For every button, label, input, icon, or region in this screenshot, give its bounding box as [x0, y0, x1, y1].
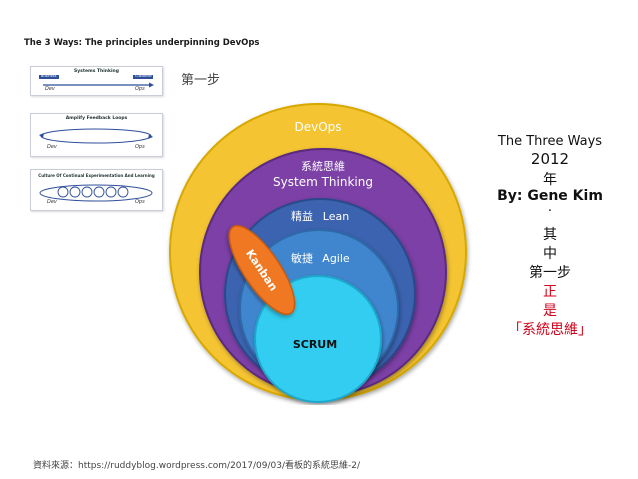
- red-system-thinking: 「系統思維」: [508, 322, 592, 338]
- source-caption: 資料來源：https://ruddyblog.wordpress.com/201…: [33, 461, 360, 471]
- char-zhong: 中: [543, 246, 557, 262]
- red-char-zheng: 正: [543, 284, 557, 300]
- dev-label: Dev: [45, 86, 55, 92]
- agile-label: 敏捷 Agile: [291, 251, 350, 265]
- page-title: The 3 Ways: The principles underpinning …: [24, 38, 260, 48]
- mini-label: Amplify Feedback Loops: [65, 116, 128, 121]
- mini-label: Culture Of Continual Experimentation And…: [38, 173, 155, 178]
- author-label: By: Gene Kim: [497, 188, 603, 204]
- ops-label: Ops: [135, 86, 145, 92]
- learning-loops-arrow: [39, 184, 153, 202]
- svg-text:Agile: Agile: [322, 252, 350, 265]
- char-first-step: 第一步: [529, 265, 571, 281]
- systems-thinking-arrow: [39, 75, 154, 88]
- year-char: 年: [543, 172, 557, 188]
- svg-text:精益: 精益: [291, 209, 313, 223]
- mini-diagram-systems-thinking: Systems Thinking Business Customer Dev O…: [30, 66, 163, 96]
- ops-label: Ops: [135, 199, 145, 205]
- ops-label: Ops: [135, 144, 145, 150]
- feedback-loop-arrow: [39, 128, 153, 144]
- dev-label: Dev: [47, 199, 57, 205]
- system-thinking-en-label: System Thinking: [273, 175, 373, 189]
- dev-label: Dev: [47, 144, 57, 150]
- mini-label: Systems Thinking: [74, 69, 119, 74]
- year-label: 2012: [530, 150, 570, 168]
- customer-box-label: Customer: [135, 74, 153, 78]
- three-ways-title: The Three Ways: [497, 134, 603, 149]
- devops-label: DevOps: [294, 120, 341, 134]
- business-box-label: Business: [41, 74, 57, 78]
- nested-circles-diagram: DevOps 系統思維 System Thinking 精益 Lean 敏捷 A…: [169, 103, 467, 403]
- mini-diagram-feedback-loops: Amplify Feedback Loops Dev Ops: [30, 113, 163, 157]
- mini-diagram-continual-learning: Culture Of Continual Experimentation And…: [30, 169, 163, 211]
- dot-separator: ·: [547, 204, 553, 219]
- red-char-shi: 是: [543, 303, 557, 319]
- system-thinking-zh-label: 系統思維: [301, 159, 345, 173]
- kanban-ellipse: [228, 224, 296, 316]
- svg-text:敏捷: 敏捷: [291, 251, 313, 265]
- svg-text:Lean: Lean: [323, 210, 349, 223]
- step-one-label: 第一步: [181, 73, 221, 88]
- char-qi: 其: [543, 227, 557, 243]
- lean-label: 精益 Lean: [291, 209, 349, 223]
- scrum-label: SCRUM: [293, 338, 337, 351]
